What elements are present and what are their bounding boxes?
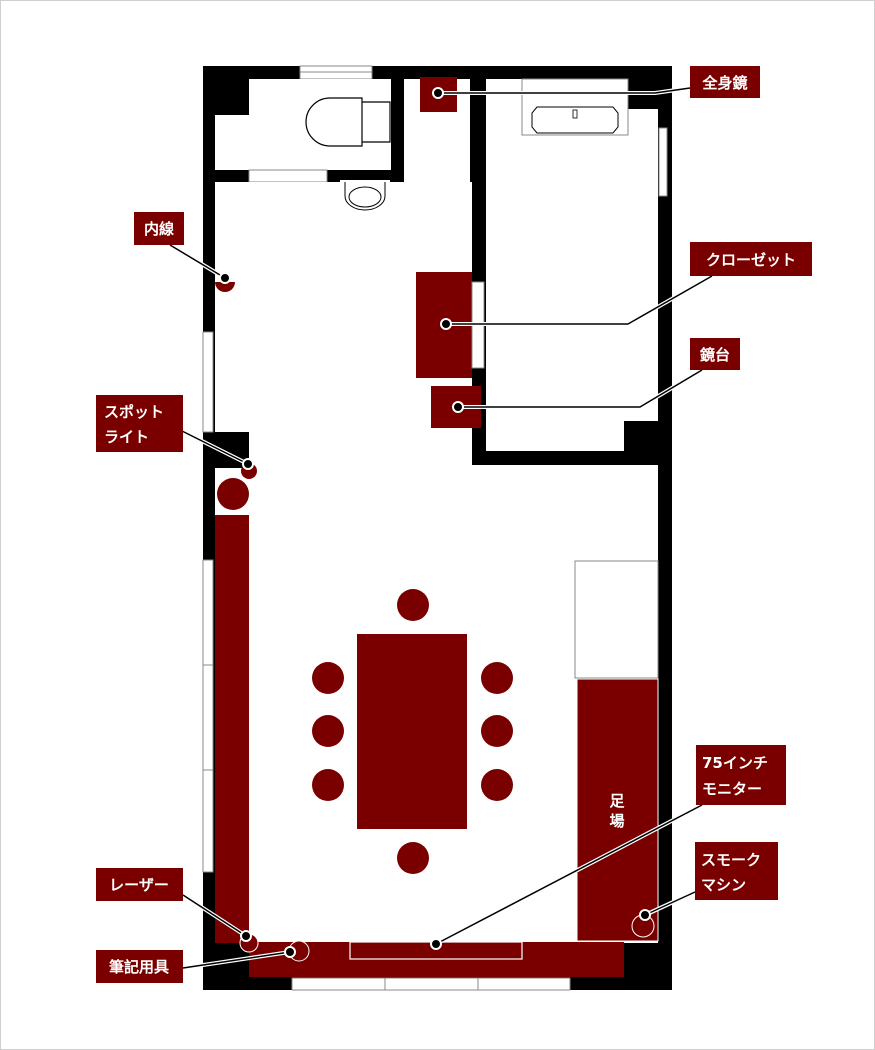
label-monitor: 75インチ モニター [696, 745, 786, 805]
window-left-lower [202, 559, 214, 873]
svg-text:マシン: マシン [701, 876, 746, 894]
svg-text:ライト: ライト [104, 428, 149, 446]
svg-text:鏡台: 鏡台 [700, 346, 730, 364]
extension-phone [215, 282, 235, 292]
label-spotlight: スポット ライト [96, 395, 183, 452]
svg-text:筆記用具: 筆記用具 [109, 958, 169, 976]
svg-text:75インチ: 75インチ [702, 754, 768, 772]
svg-text:レーザー: レーザー [109, 876, 169, 894]
window-left-upper [202, 331, 214, 433]
scaffold-platform [576, 678, 659, 942]
meeting-table [357, 634, 467, 829]
chair [397, 589, 429, 621]
cabinet [574, 560, 659, 679]
label-smoke-machine: スモーク マシン [695, 842, 778, 900]
chair [312, 662, 344, 694]
storage-nook [215, 115, 249, 170]
left-counter [215, 515, 249, 943]
label-closet: クローゼット [690, 242, 812, 276]
bathtub-basin [531, 106, 619, 134]
leader-lines [168, 86, 713, 970]
chair [481, 662, 513, 694]
chair [312, 769, 344, 801]
toilet-door [248, 169, 328, 183]
scaffold-label-1: 足 [609, 792, 625, 810]
speaker [217, 478, 249, 510]
label-laser: レーザー [96, 868, 183, 901]
leader-dots [219, 87, 651, 958]
label-full-mirror: 全身鏡 [690, 66, 760, 98]
chair [397, 842, 429, 874]
svg-text:内線: 内線 [144, 220, 174, 238]
label-extension: 内線 [134, 212, 184, 245]
window-right [658, 127, 668, 197]
svg-text:クローゼット: クローゼット [706, 251, 796, 269]
window-bottom [291, 977, 571, 991]
label-dresser: 鏡台 [690, 338, 740, 370]
chair [481, 715, 513, 747]
svg-text:モニター: モニター [702, 780, 762, 798]
toilet-icon [305, 97, 391, 147]
svg-text:全身鏡: 全身鏡 [701, 74, 747, 92]
scaffold-label-2: 場 [609, 812, 624, 830]
svg-text:スポット: スポット [104, 403, 164, 421]
svg-text:スモーク: スモーク [701, 851, 761, 869]
chair [481, 769, 513, 801]
label-stationery: 筆記用具 [96, 950, 183, 983]
chair [312, 715, 344, 747]
right-room [486, 79, 658, 451]
